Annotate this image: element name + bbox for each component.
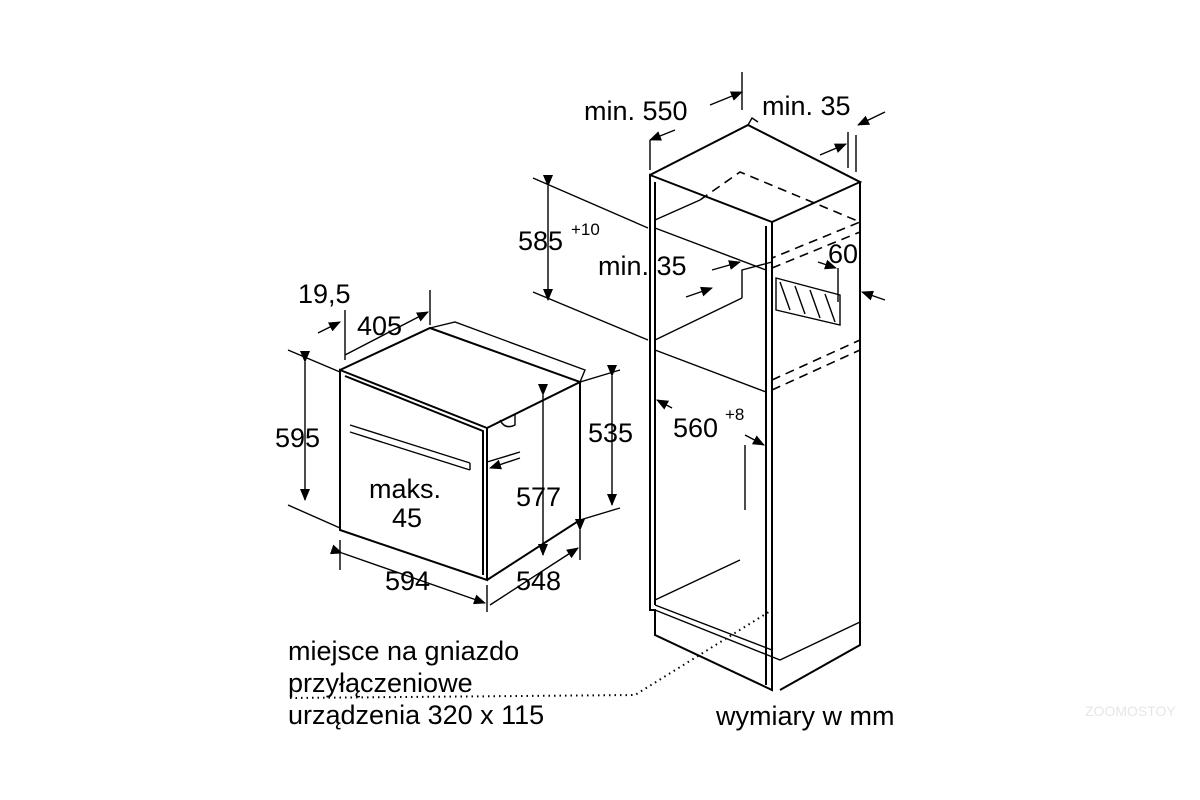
units-label: wymiary w mm [715, 701, 894, 731]
dim-60-label: 60 [828, 239, 858, 269]
oven-dimension-lines [287, 290, 621, 612]
dim-niche-height-label: 585 [518, 226, 563, 256]
dim-top-depth-label: 405 [357, 311, 402, 341]
socket-leader-line [289, 609, 773, 699]
oven-drawing [339, 321, 586, 582]
dim-width-label: 594 [385, 566, 430, 596]
dim-height-label: 595 [275, 423, 320, 453]
dim-max-value: 45 [392, 503, 422, 533]
cabinet-drawing [649, 117, 863, 692]
note-line-3: urządzenia 320 x 115 [288, 700, 544, 730]
watermark: ZOOMOSTOY [1085, 703, 1176, 719]
dim-niche-height-tolerance: +10 [571, 220, 600, 239]
dim-min-depth-label: min. 550 [584, 96, 688, 126]
dim-inner-height-label: 577 [516, 482, 561, 512]
dim-min-gap-label: min. 35 [598, 251, 687, 281]
dim-min-back-label: min. 35 [762, 91, 851, 121]
dim-niche-width-tolerance: +8 [725, 405, 744, 424]
dim-depth-label: 548 [516, 566, 561, 596]
note-line-2: przyłączeniowe [288, 668, 473, 698]
cabinet-dimension-lines [532, 72, 886, 510]
dim-offset-label: 19,5 [298, 279, 351, 309]
dim-body-height-label: 535 [588, 418, 633, 448]
note-line-1: miejsce na gniazdo [288, 636, 519, 666]
dim-max-label: maks. [369, 474, 441, 504]
dim-niche-width-label: 560 [673, 413, 718, 443]
